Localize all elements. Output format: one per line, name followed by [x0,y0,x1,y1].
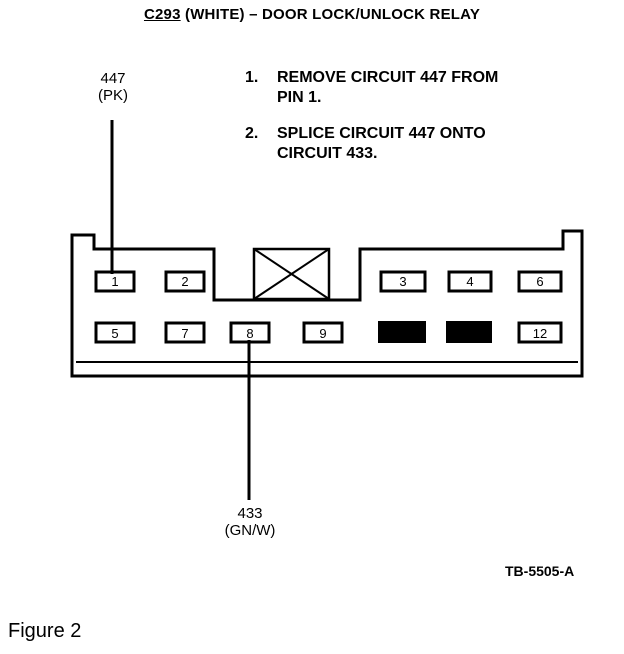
pin-cavity-filled-11 [446,321,492,343]
instruction-2-number: 2. [245,125,259,142]
instruction-2-line2: CIRCUIT 433. [277,145,378,162]
pin-label: 8 [246,326,253,341]
instruction-1: 1. REMOVE CIRCUIT 447 FROM PIN 1. [245,68,498,108]
pin-label: 12 [533,326,547,341]
wire-color-gnw: (GN/W) [224,522,276,539]
pin-cavity-7: 7 [164,321,206,344]
pin-label: 4 [466,274,473,289]
pin-cavity-2: 2 [164,270,206,293]
wire-circuit-433: 433 [237,505,263,522]
pin-cavity-9: 9 [302,321,344,344]
pin-label: 2 [181,274,188,289]
connector-key-x [252,247,331,301]
wire-color-pk: (PK) [98,87,128,104]
pin-label: 9 [319,326,326,341]
instruction-2-line1: SPLICE CIRCUIT 447 ONTO [277,125,486,142]
connector-description: (WHITE) – DOOR LOCK/UNLOCK RELAY [180,6,481,23]
instruction-1-line2: PIN 1. [277,89,322,106]
connector-id: C293 [143,6,181,23]
pin-cavity-3: 3 [379,270,427,293]
drawing-code: TB-5505-A [505,563,575,579]
pin-label: 1 [111,274,118,289]
pin-cavity-4: 4 [447,270,493,293]
pin-cavity-5: 5 [94,321,136,344]
instruction-1-number: 1. [245,69,259,86]
wire-label-top: 447 (PK) [90,70,136,104]
pin-label: 5 [111,326,118,341]
pin-label: 3 [399,274,406,289]
instruction-2: 2. SPLICE CIRCUIT 447 ONTO CIRCUIT 433. [245,124,486,164]
diagram-title: C293 (WHITE) – DOOR LOCK/UNLOCK RELAY [0,6,624,23]
pin-cavity-8: 8 [229,321,271,344]
pin-label: 7 [181,326,188,341]
wire-circuit-447: 447 [100,70,126,87]
connector-body [70,229,584,378]
pin-label: 6 [536,274,543,289]
instruction-1-line1: REMOVE CIRCUIT 447 FROM [277,69,499,86]
figure-caption: Figure 2 [8,620,82,642]
pin-cavity-filled-10 [378,321,426,343]
pin-cavity-6: 6 [517,270,563,293]
pin-cavity-1: 1 [94,270,136,293]
wire-label-bottom: 433 (GN/W) [210,505,290,539]
pin-cavity-12: 12 [517,321,563,344]
